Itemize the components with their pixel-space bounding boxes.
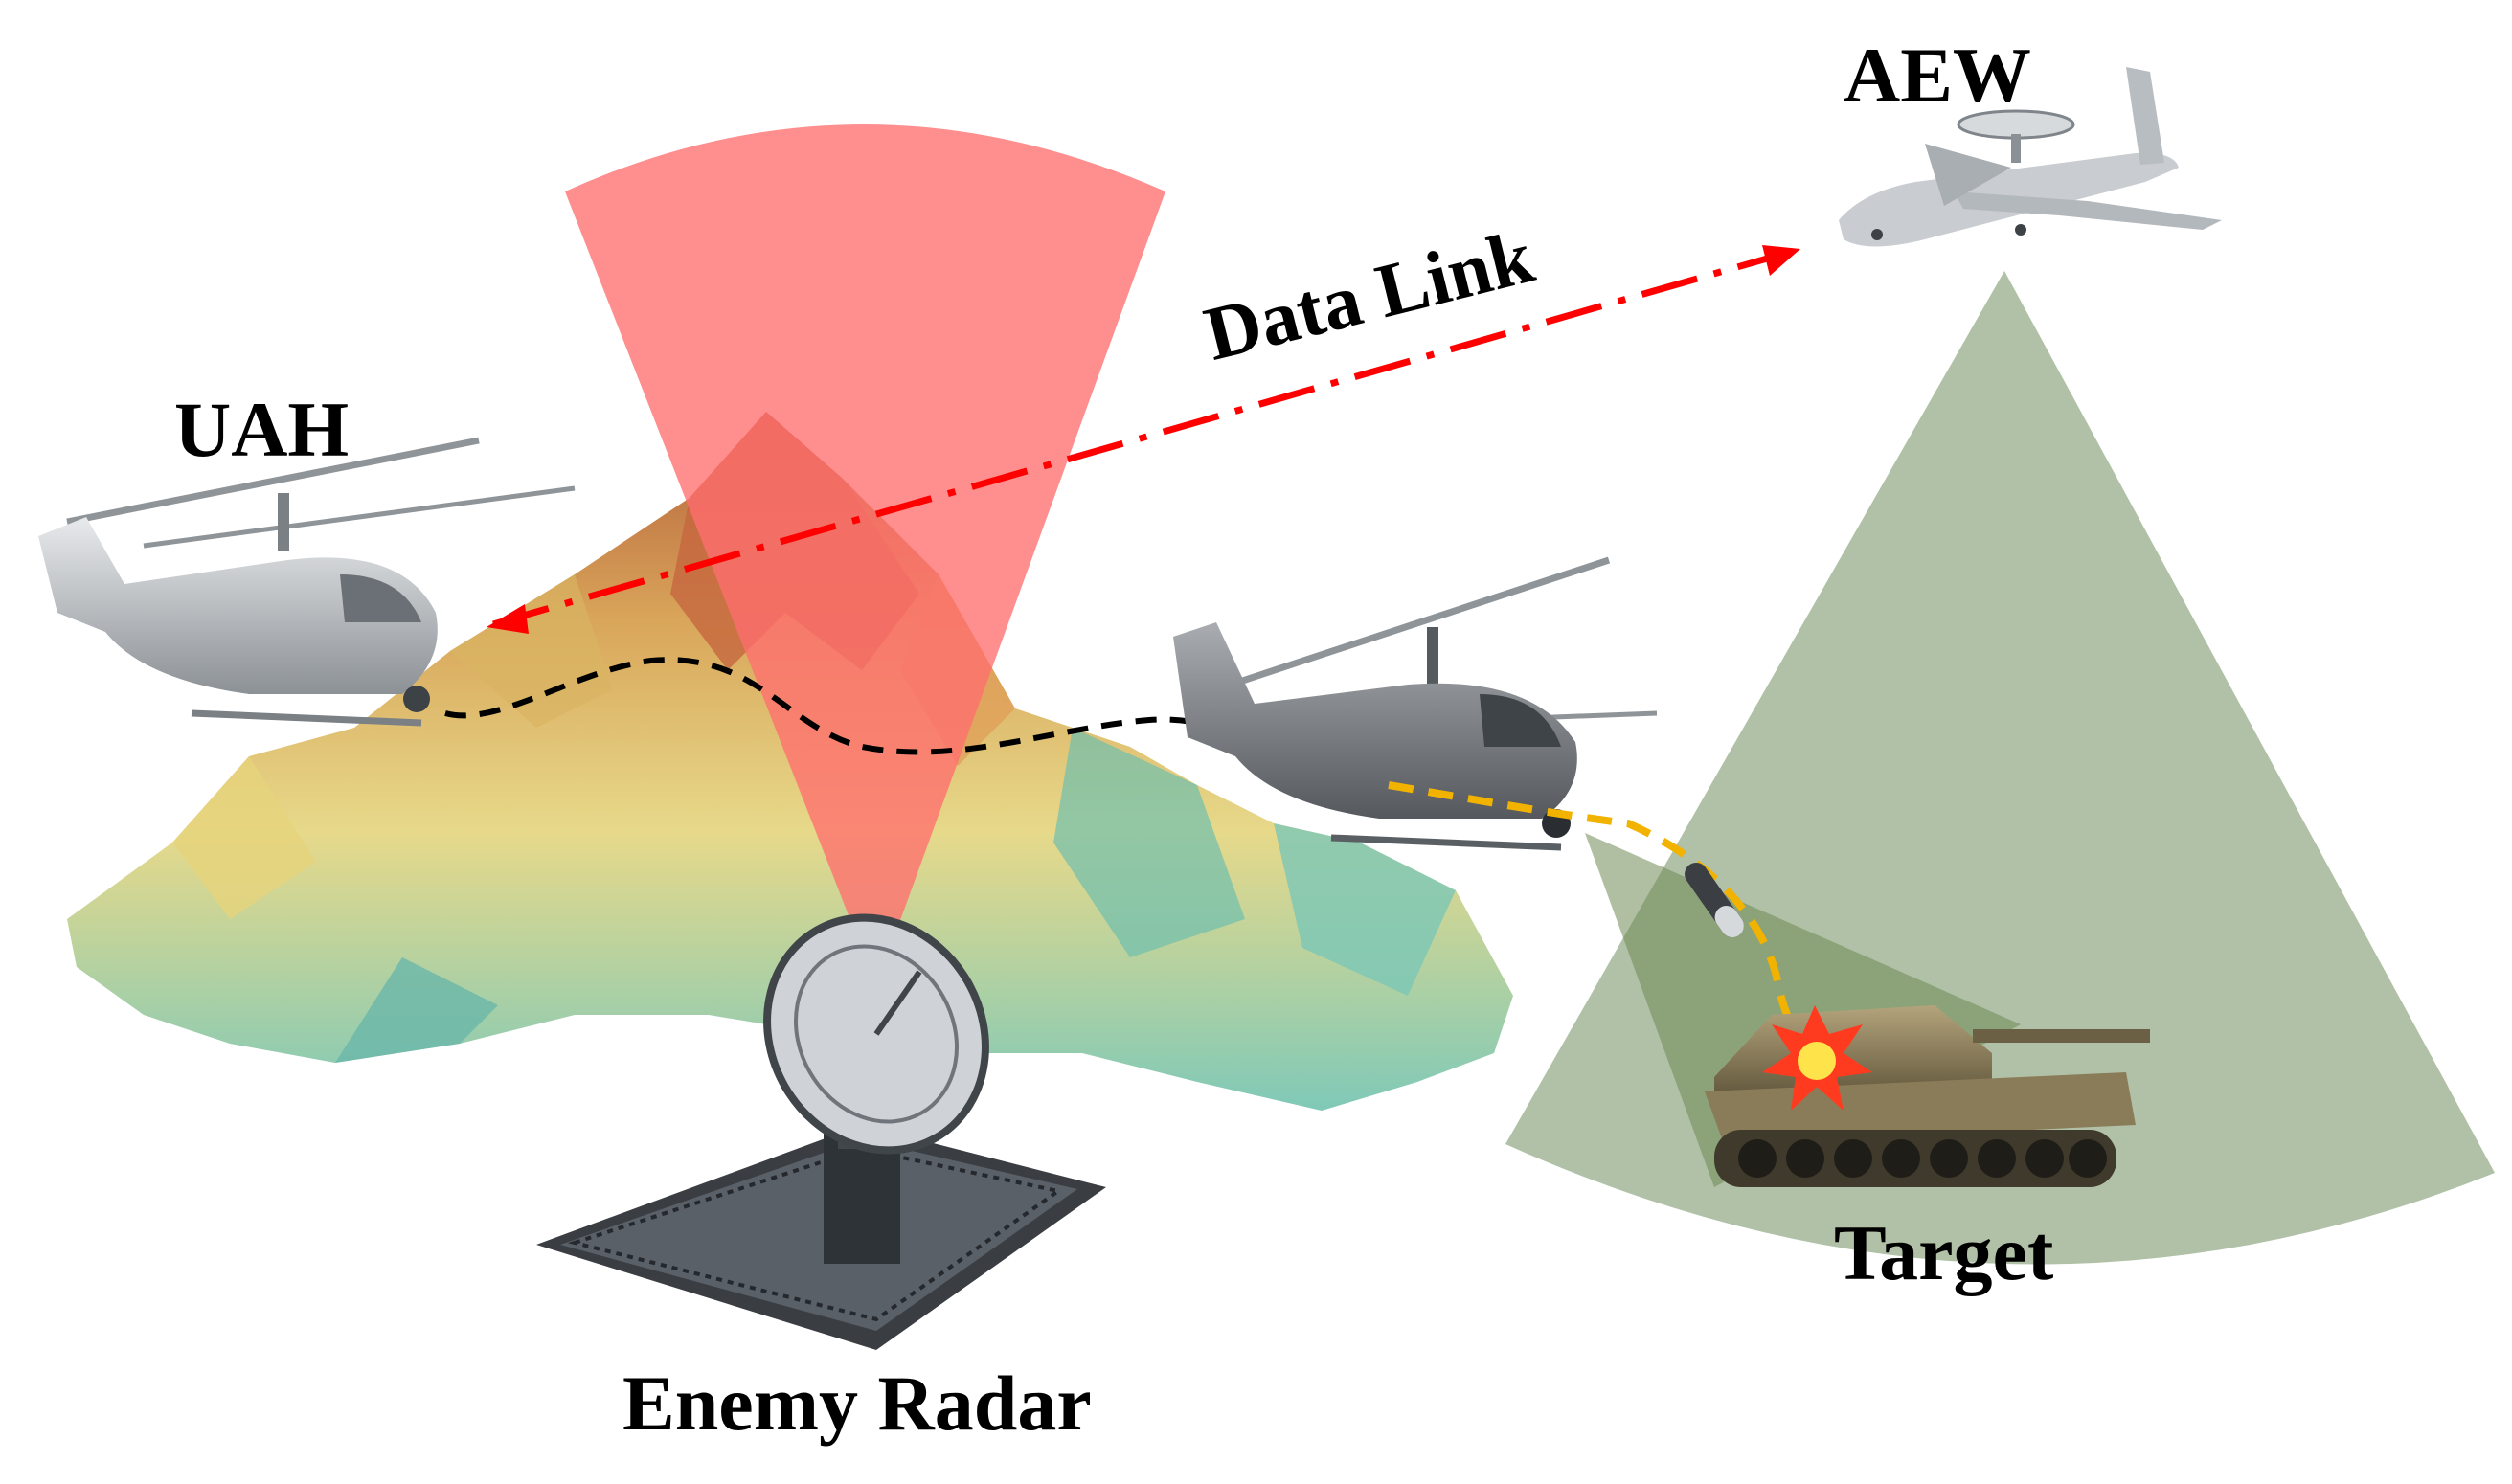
aew-label: AEW — [1844, 32, 2031, 119]
helicopter-icon — [38, 437, 576, 727]
data-link-line — [487, 245, 1801, 634]
explosion-icon — [1762, 1005, 1872, 1111]
sensor-cone — [1585, 833, 2021, 1187]
missile-path — [1388, 781, 1804, 1046]
tank-icon — [1705, 1005, 2150, 1187]
uah-label: UAH — [174, 386, 350, 473]
aew-aircraft-icon — [1839, 67, 2222, 247]
missile-icon — [1685, 862, 1744, 938]
target-label: Target — [1834, 1209, 2054, 1296]
helicopter-icon — [1173, 556, 1658, 851]
enemy-radar-label: Enemy Radar — [622, 1360, 1092, 1447]
radar-beam-cone — [565, 124, 1165, 986]
radar-dish-icon — [536, 913, 1106, 1350]
